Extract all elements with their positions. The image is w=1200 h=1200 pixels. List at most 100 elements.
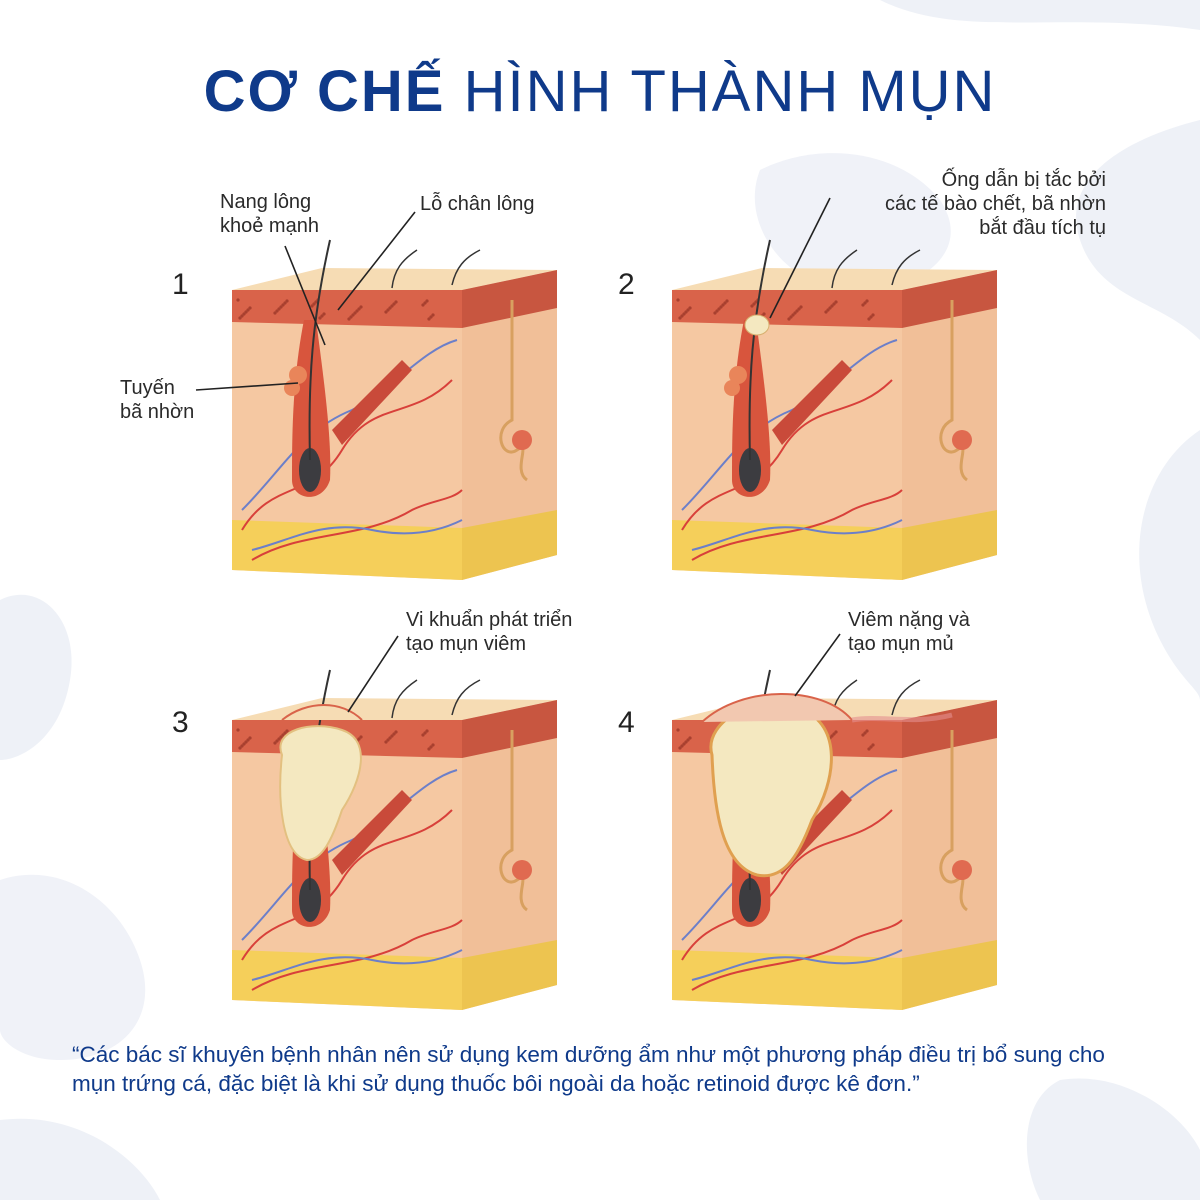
epidermis-dot	[682, 312, 686, 316]
swollen-skin	[701, 693, 853, 723]
epidermis-dot	[273, 311, 277, 315]
epidermis-dot	[236, 728, 240, 732]
top-surface	[672, 268, 997, 290]
epidermis-dot	[242, 312, 246, 316]
fat-layer-front	[672, 520, 902, 580]
epidermis-dot	[684, 310, 688, 314]
epidermis-dot	[871, 743, 875, 747]
epidermis-dot	[423, 731, 427, 735]
epidermis-dot	[390, 734, 394, 738]
epidermis-dot	[347, 317, 351, 321]
skin-panel-2	[652, 230, 1014, 600]
epidermis-side	[902, 700, 997, 758]
epidermis-dot	[242, 742, 246, 746]
fat-layer-side	[462, 940, 557, 1010]
epidermis-dot	[281, 303, 285, 307]
epidermis-dot	[273, 741, 277, 745]
sweat-gland	[939, 730, 969, 912]
arrector-muscle	[332, 790, 412, 875]
epidermis-dot	[863, 731, 867, 735]
epidermis-dot	[686, 308, 690, 312]
title-regular: HÌNH THÀNH MỤN	[463, 59, 997, 124]
epidermis-dot	[867, 317, 871, 321]
label-pore-text: Lỗ chân lông	[420, 193, 535, 215]
epidermis-dot	[721, 303, 725, 307]
epidermis-dot	[359, 735, 363, 739]
sweat-gland-coil	[512, 860, 532, 880]
epidermis-dot	[830, 734, 834, 738]
hair	[891, 679, 921, 716]
epidermis-dot	[425, 299, 429, 303]
panel-4-number: 4	[618, 706, 635, 739]
panel-1-number: 1	[172, 268, 189, 301]
epidermis-dot	[725, 299, 729, 303]
epidermis-dot	[869, 745, 873, 749]
epidermis-dot	[285, 729, 289, 733]
epidermis-dot	[277, 737, 281, 741]
epidermis-dot	[353, 311, 357, 315]
sweat-gland	[499, 730, 529, 912]
sebaceous-gland	[729, 366, 747, 384]
label-bacteria: Vi khuẩn phát triển tạo mụn viêm	[406, 608, 572, 656]
label-healthy-follicle-text: Nang lông khoẻ mạnh	[220, 191, 319, 237]
epidermis-dot	[238, 746, 242, 750]
epidermis-dot	[684, 740, 688, 744]
epidermis-dot	[680, 744, 684, 748]
title-bold: CƠ CHẾ	[203, 59, 446, 124]
epidermis-dot	[425, 729, 429, 733]
epidermis-dot	[834, 730, 838, 734]
epidermis-dot	[279, 735, 283, 739]
epidermis-dot	[678, 316, 682, 320]
inflamed-pimple	[279, 725, 362, 862]
epidermis-dot	[832, 302, 836, 306]
epidermis-dot	[285, 299, 289, 303]
epidermis-dot	[688, 306, 692, 310]
epidermis-dot	[277, 307, 281, 311]
side-dermis	[462, 270, 557, 580]
epidermis-dot	[384, 310, 388, 314]
epidermis-dot	[388, 736, 392, 740]
epidermis-dot	[682, 742, 686, 746]
blood-vessel-blue	[681, 339, 898, 511]
panel-3-number: 3	[172, 706, 189, 739]
redness	[851, 712, 953, 723]
epidermis-dot	[238, 316, 242, 320]
arrector-muscle	[772, 360, 852, 445]
sebaceous-gland	[284, 380, 300, 396]
epidermis-dot	[240, 744, 244, 748]
epidermis-dot	[678, 746, 682, 750]
epidermis-dot	[275, 739, 279, 743]
label-bacteria-text: Vi khuẩn phát triển tạo mụn viêm	[406, 609, 573, 655]
epidermis-dot	[248, 736, 252, 740]
side-dermis	[902, 700, 997, 1010]
fat-layer-front	[232, 950, 462, 1010]
epidermis-dot	[431, 743, 435, 747]
epidermis-dot	[429, 315, 433, 319]
epidermis-dot	[423, 301, 427, 305]
panel-2-number: 2	[618, 268, 635, 301]
hair-follicle	[292, 320, 331, 497]
label-clogged-duct-text: Ống dẫn bị tắc bởi các tế bào chết, bã n…	[884, 169, 1106, 239]
epidermis-dot	[834, 300, 838, 304]
epidermis-dot	[719, 305, 723, 309]
blood-vessel-red-2	[251, 489, 463, 561]
epidermis-dot	[431, 313, 435, 317]
epidermis-dot	[762, 312, 766, 316]
epidermis-dot	[349, 315, 353, 319]
epidermis-dot	[384, 740, 388, 744]
epidermis-dot	[248, 306, 252, 310]
blood-vessel-blue	[241, 339, 458, 511]
epidermis-dot	[240, 314, 244, 318]
blood-vessel-red-2	[691, 489, 903, 561]
blood-vessel-blue-2	[691, 519, 903, 551]
epidermis-side	[462, 700, 557, 758]
epidermis-dot	[867, 747, 871, 751]
epidermis-dot	[357, 737, 361, 741]
epidermis-dot	[861, 303, 865, 307]
label-severe-inflammation: Viêm nặng và tạo mụn mủ	[848, 608, 970, 656]
epidermis-dot	[676, 728, 680, 732]
hair-bulb	[299, 448, 321, 492]
sweat-gland	[499, 300, 529, 482]
sweat-gland-coil	[952, 860, 972, 880]
blood-vessel-blue-2	[251, 949, 463, 981]
